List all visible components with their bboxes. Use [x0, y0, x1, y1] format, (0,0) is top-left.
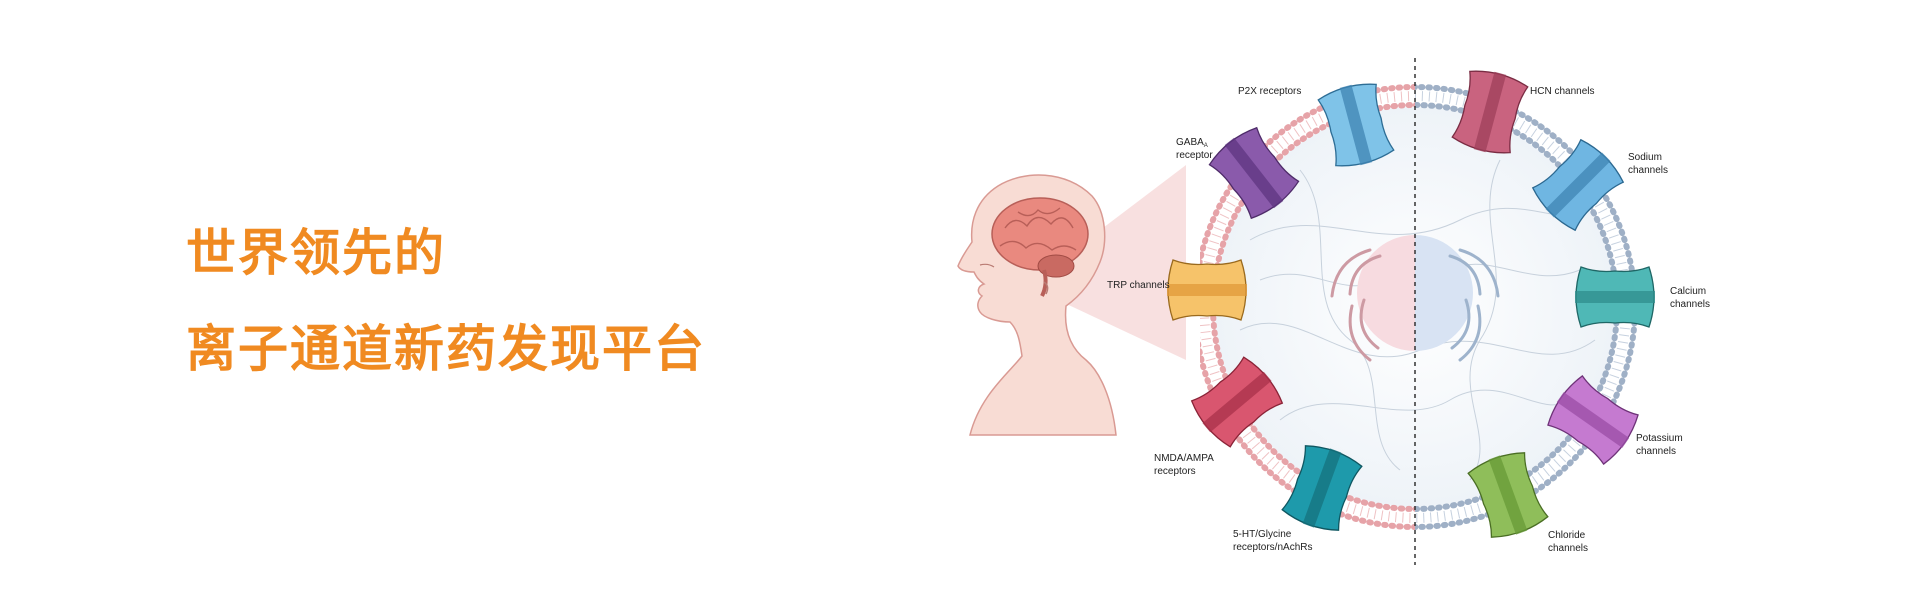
label-calcium-2: channels: [1670, 299, 1710, 310]
label-sodium-2: channels: [1628, 165, 1668, 176]
trp-channel: [1167, 259, 1247, 321]
label-p2x-receptors: P2X receptors: [1238, 86, 1301, 97]
5ht-glycine-receptor-channel: [1281, 445, 1363, 531]
label-chloride-2: channels: [1548, 543, 1588, 554]
golgi-left: [1330, 248, 1382, 362]
label-5ht-1: 5-HT/Glycine: [1233, 529, 1292, 540]
hero-title-line-2: 离子通道新药发现平台: [186, 320, 706, 378]
label-trp-channels: TRP channels: [1107, 280, 1170, 291]
label-potassium-1: Potassium: [1636, 433, 1683, 444]
label-5ht-2: receptors/nAchRs: [1233, 542, 1312, 553]
nmda-ampa-receptor-channel: [1190, 356, 1284, 448]
label-gaba-receptor: receptor: [1176, 150, 1213, 161]
sodium-channel: [1531, 138, 1625, 232]
hero-title: 世界领先的 离子通道新药发现平台: [186, 228, 706, 374]
gaba-a-receptor-channel: [1208, 126, 1300, 220]
golgi-right: [1448, 248, 1500, 362]
nucleus-right: [1415, 235, 1473, 351]
label-calcium-1: Calcium: [1670, 286, 1706, 297]
chloride-channel: [1467, 452, 1549, 538]
hcn-channel: [1451, 70, 1529, 154]
label-hcn-channels: HCN channels: [1530, 86, 1594, 97]
zoom-cone: [1058, 165, 1186, 360]
label-sodium-1: Sodium: [1628, 152, 1662, 163]
label-chloride-1: Chloride: [1548, 530, 1586, 541]
calcium-channel: [1575, 266, 1655, 328]
potassium-channel: [1547, 374, 1639, 466]
label-gaba-a: GABAA: [1176, 137, 1208, 149]
p2x-receptor-channel: [1317, 83, 1395, 167]
nucleus: [1357, 235, 1415, 351]
label-nmda-ampa-1: NMDA/AMPA: [1154, 453, 1214, 464]
human-head-illustration: [957, 174, 1117, 436]
hero-title-line-1: 世界领先的: [186, 224, 446, 282]
label-potassium-2: channels: [1636, 446, 1676, 457]
label-nmda-ampa-2: receptors: [1154, 466, 1196, 477]
